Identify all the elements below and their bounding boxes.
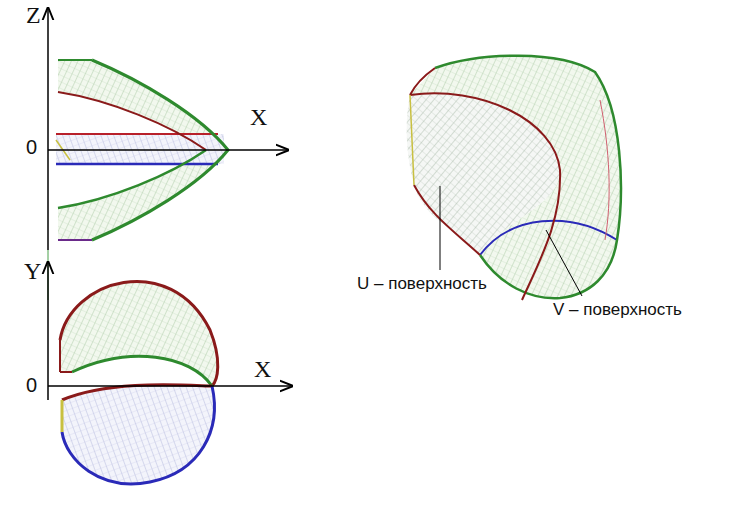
origin-label: 0 [26,136,37,159]
origin-label: 0 [26,374,37,397]
axis-label: Y [24,258,41,285]
leader-line [546,230,582,296]
surface-callout: U – поверхность [357,274,487,294]
axis-label: X [254,356,271,383]
xz-projection [48,8,288,300]
xy-projection [48,262,292,484]
axis-label: X [250,104,267,131]
leader-line [440,186,441,270]
axis-label: Z [26,2,41,29]
surface-3d-view [407,56,621,300]
surface-callout: V – поверхность [553,300,682,320]
